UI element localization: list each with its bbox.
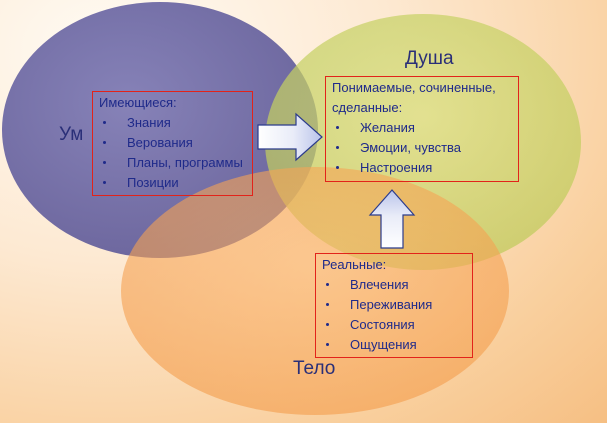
list-item: Знания (99, 113, 246, 133)
mind-box-title: Имеющиеся: (99, 95, 177, 110)
soul-label: Душа (405, 48, 454, 69)
list-item: Влечения (322, 275, 466, 295)
arrow-right-icon (257, 112, 323, 162)
list-item: Ощущения (322, 335, 466, 355)
list-item: Состояния (322, 315, 466, 335)
body-list: Влечения Переживания Состояния Ощущения (322, 275, 466, 355)
body-box-title: Реальные: (322, 257, 387, 272)
list-item: Верования (99, 133, 246, 153)
arrow-up-icon (368, 189, 416, 249)
list-item: Планы, программы (99, 153, 246, 173)
mind-box: Имеющиеся: Знания Верования Планы, прогр… (92, 91, 253, 196)
mind-list: Знания Верования Планы, программы Позици… (99, 113, 246, 193)
soul-list: Желания Эмоции, чувства Настроения (332, 118, 512, 178)
body-label: Тело (293, 358, 336, 379)
list-item: Переживания (322, 295, 466, 315)
list-item: Желания (332, 118, 512, 138)
soul-box: Понимаемые, сочиненные, сделанные: Желан… (325, 76, 519, 182)
mind-label: Ум (59, 124, 84, 145)
list-item: Настроения (332, 158, 512, 178)
body-box: Реальные: Влечения Переживания Состояния… (315, 253, 473, 358)
list-item: Позиции (99, 173, 246, 193)
soul-box-title: Понимаемые, сочиненные, сделанные: (332, 80, 496, 115)
list-item: Эмоции, чувства (332, 138, 512, 158)
